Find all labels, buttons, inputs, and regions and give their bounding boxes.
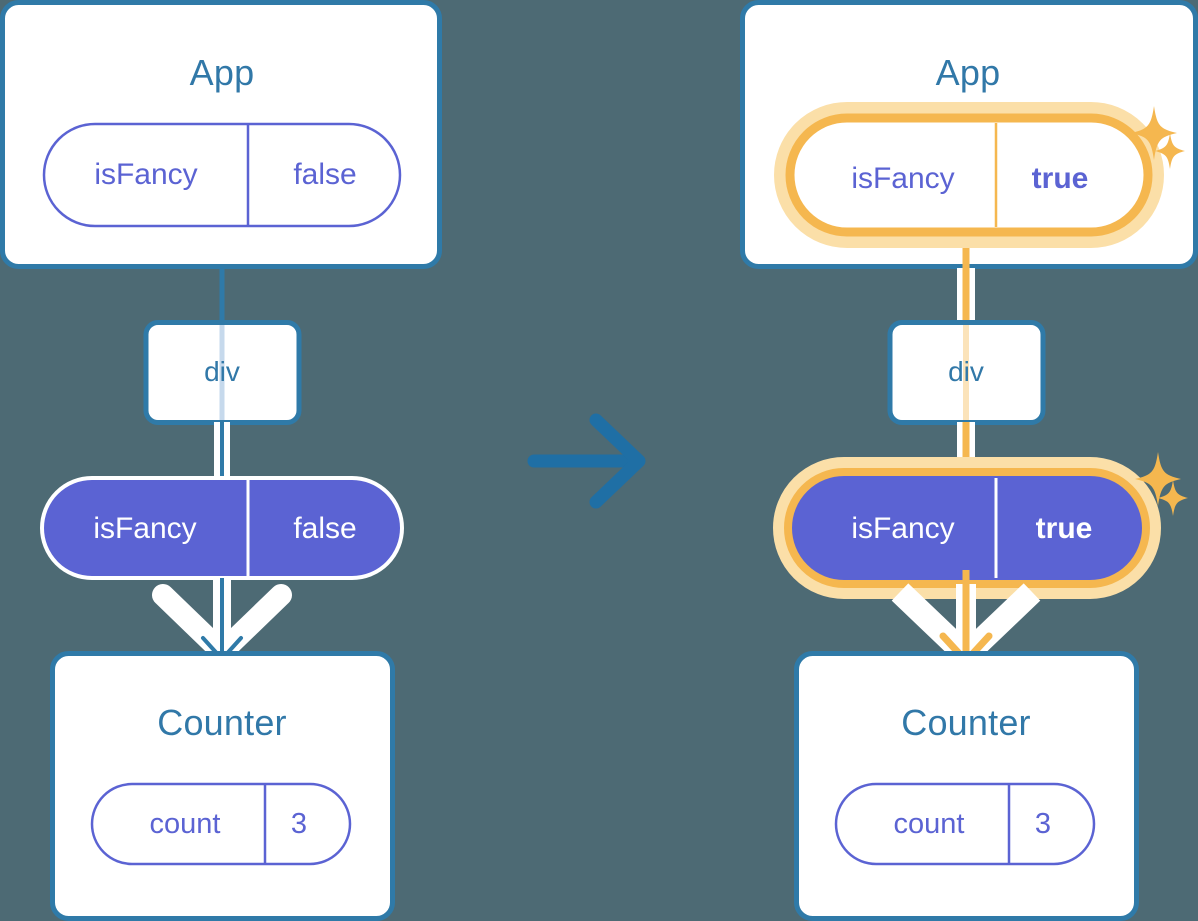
- sparkle-large-icon: [1131, 106, 1177, 160]
- pill-outline: [42, 122, 402, 228]
- data-flow-arrow-before: [152, 578, 292, 663]
- sparkle-small-icon: [1155, 133, 1185, 169]
- sparkle-large-icon: [1135, 452, 1181, 506]
- app-state-pill-after: [774, 102, 1164, 248]
- pill-highlight-ring: [784, 468, 1150, 588]
- counter-state-pill-after: [834, 782, 1096, 866]
- app-state-pill-before: [42, 122, 402, 228]
- sparkle-small-icon: [1158, 480, 1188, 516]
- counter-state-pill-before: [90, 782, 352, 866]
- pill-highlight-ring: [785, 113, 1153, 237]
- prop-pill-before: [40, 476, 404, 580]
- panel-after: [740, 0, 1198, 921]
- pill-glow-ring: [774, 102, 1164, 248]
- transition-arrow-icon: [527, 413, 646, 509]
- panel-before: [0, 0, 442, 921]
